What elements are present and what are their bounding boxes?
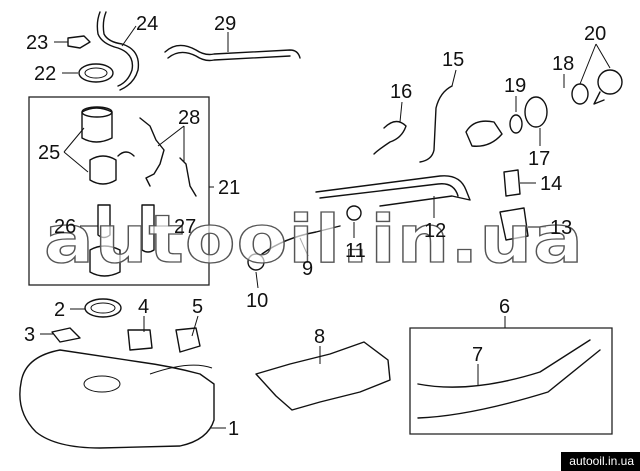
callout-19: 19 [504,75,526,97]
callout-25: 25 [38,142,60,164]
part-9-filler-pipe [261,225,341,255]
callout-5: 5 [192,296,203,318]
part-20-cap-strap [593,91,605,105]
callout-10: 10 [246,290,268,312]
part-24-hose [96,11,134,87]
part-11-clamp [346,205,362,221]
callout-7: 7 [472,344,483,366]
part-13-bracket [499,207,529,241]
leader-10 [255,271,259,289]
part-18-ring [571,83,589,105]
part-1-tank-port [83,375,121,393]
part-23-clip [67,35,91,49]
leader-25 [63,127,89,173]
part-25-pump-cap [81,106,113,118]
callout-24: 24 [136,13,158,35]
part-10-clamp [247,253,265,271]
part-19-ring [509,114,523,134]
part-12-fuel-line [315,175,471,207]
leader-9 [299,237,309,257]
callout-29: 29 [214,13,236,35]
callout-3: 3 [24,324,35,346]
part-4-clip [127,329,153,351]
callout-2: 2 [54,299,65,321]
callout-12: 12 [424,220,446,242]
leader-28 [157,125,185,162]
part-12-fuel-line-2 [319,183,459,199]
callout-22: 22 [34,63,56,85]
part-25-pump-body [89,155,117,185]
part-8-heat-shield [255,341,391,411]
leader-24 [121,25,137,47]
part-3-pad [51,327,81,343]
callout-18: 18 [552,53,574,75]
callout-14: 14 [540,173,562,195]
part-5-clip [175,327,201,353]
part-6-strap-lower [417,349,601,419]
part-2-gasket-inner [90,302,116,314]
part-25-bracket [117,151,135,157]
part-1-tank-line [149,364,213,375]
callout-1: 1 [228,418,239,440]
fuel-pump-assembly-box [28,96,210,286]
callout-8: 8 [314,326,325,348]
part-15-hose [419,85,453,163]
part-29-vent-hose-inner [167,51,291,62]
watermark-text: autooil.in.ua [44,201,584,278]
callout-20: 20 [584,23,606,45]
callout-21: 21 [218,177,240,199]
part-filler-neck [465,120,503,147]
part-20-cap [597,69,623,95]
callout-15: 15 [442,49,464,71]
part-28-connector [179,157,197,197]
leader-5 [191,315,199,337]
part-24-hose-inner [102,11,140,91]
callout-11: 11 [345,240,366,262]
callout-28: 28 [178,107,200,129]
part-22-gasket [78,63,114,83]
callout-17: 17 [528,148,550,170]
part-27-gauge [141,204,155,253]
footer-url-badge: autooil.in.ua [561,452,640,471]
part-29-vent-hose [164,44,301,59]
part-2-gasket [84,298,122,318]
part-1-fuel-tank [19,349,215,449]
part-16-hose [373,120,407,155]
callout-26: 26 [54,216,76,238]
callout-13: 13 [550,217,572,239]
part-21-pump-base [89,245,121,277]
callout-16: 16 [390,81,412,103]
part-14-bracket [503,169,521,197]
leader-20 [579,43,611,85]
callout-27: 27 [174,216,196,238]
leader-15 [451,69,457,87]
callout-23: 23 [26,32,48,54]
part-7-strap-upper [417,339,591,388]
part-22-gasket-inner [84,67,108,79]
callout-4: 4 [138,296,149,318]
part-25-pump-top [81,107,113,143]
fuel-tank-straps-box [409,327,613,435]
leader-16 [399,101,403,123]
part-26-filter [97,204,111,239]
callout-6: 6 [499,296,510,318]
part-17-gasket [524,96,548,128]
callout-9: 9 [302,258,313,280]
part-28-wire-harness [139,117,165,187]
